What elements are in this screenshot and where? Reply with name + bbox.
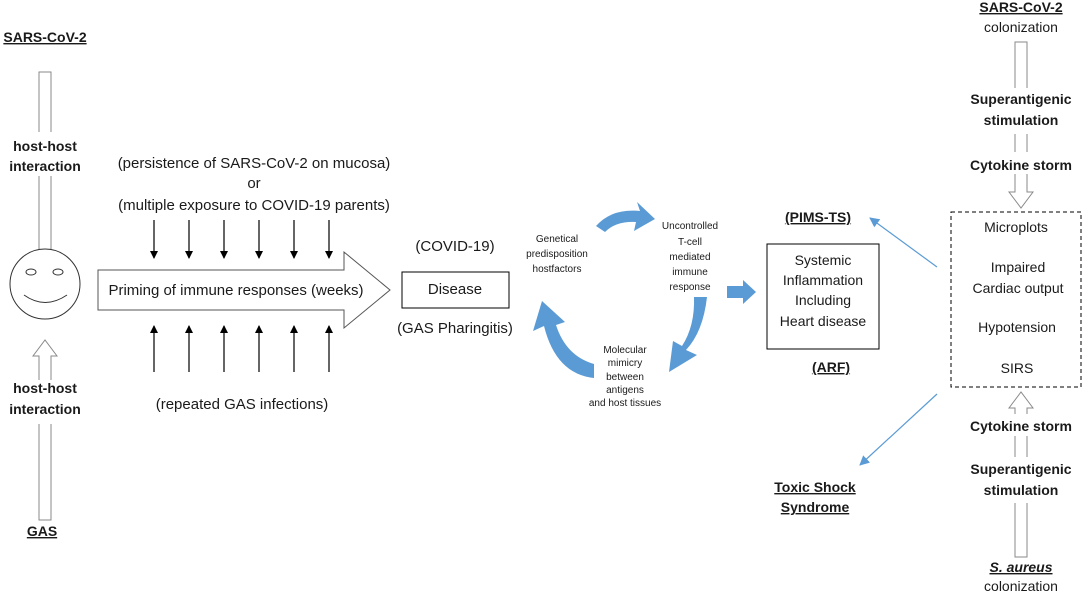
disease-box-label: Disease <box>428 281 482 298</box>
sars-cov-2-label: SARS-CoV-2 <box>3 29 86 45</box>
host-interaction-bottom-line1: host-host <box>13 380 77 396</box>
text-backing <box>964 152 1082 174</box>
systemic-line2: Inflammation <box>783 272 863 288</box>
up-hollow-arrow-left <box>32 339 58 521</box>
colonization-top: colonization <box>984 19 1058 35</box>
symptom-impaired: Impaired <box>991 259 1045 275</box>
host-interaction-bottom-line2: interaction <box>9 401 81 417</box>
priming-top-line2: or <box>247 175 260 192</box>
symptom-sirs: SIRS <box>1001 360 1034 376</box>
cytokine-storm-top: Cytokine storm <box>970 157 1072 173</box>
cycle-arrow-top <box>596 202 655 232</box>
toxic-shock-line1: Toxic Shock <box>774 479 856 495</box>
tcell-line5: response <box>669 282 711 293</box>
arrow-to-pims <box>869 217 938 268</box>
cycle-arrow-right <box>669 297 707 372</box>
down-arrows-group <box>150 220 333 259</box>
superantigenic-bottom-line1: Superantigenic <box>970 461 1071 477</box>
text-backing <box>2 132 88 176</box>
symptom-microplots: Microplots <box>984 219 1048 235</box>
mimicry-line3: between <box>606 372 644 383</box>
text-backing <box>962 88 1082 134</box>
block-arrow-right <box>727 280 756 304</box>
smiley-face-icon <box>9 248 81 320</box>
arf-label: (ARF) <box>812 359 850 375</box>
priming-big-arrow <box>97 250 391 330</box>
tcell-line1: Uncontrolled <box>662 221 718 232</box>
colonization-bottom: colonization <box>984 578 1058 594</box>
text-backing <box>2 380 88 424</box>
mimicry-line5: and host tissues <box>589 398 661 409</box>
host-interaction-top-line1: host-host <box>13 138 77 154</box>
mimicry-line1: Molecular <box>603 345 647 356</box>
disease-top-note: (COVID-19) <box>415 238 494 255</box>
tcell-line2: T-cell <box>678 237 702 248</box>
systemic-box <box>766 243 880 350</box>
symptoms-dashed-box <box>950 211 1082 388</box>
arrow-to-toxic-shock <box>859 393 938 466</box>
symptom-hypotension: Hypotension <box>978 319 1056 335</box>
disease-bottom-note: (GAS Pharingitis) <box>397 320 513 337</box>
up-arrows-group <box>150 325 333 372</box>
genetic-line2: predisposition <box>526 249 588 260</box>
priming-bottom-line: (repeated GAS infections) <box>156 396 329 413</box>
genetic-line3: hostfactors <box>533 264 582 275</box>
superantigenic-bottom-line2: stimulation <box>984 482 1059 498</box>
sars-cov-2-right-label: SARS-CoV-2 <box>979 0 1062 15</box>
host-interaction-top-line2: interaction <box>9 158 81 174</box>
text-backing <box>962 457 1082 503</box>
systemic-line3: Including <box>795 292 851 308</box>
superantigenic-top-line1: Superantigenic <box>970 91 1071 107</box>
toxic-shock-line2: Syndrome <box>781 499 850 515</box>
priming-arrow-label: Priming of immune responses (weeks) <box>108 282 363 299</box>
disease-box <box>401 271 510 309</box>
gas-label: GAS <box>27 523 57 539</box>
mimicry-line4: antigens <box>606 385 644 396</box>
genetic-line1: Genetical <box>536 234 578 245</box>
symptom-cardiac-output: Cardiac output <box>972 280 1063 296</box>
tcell-line3: mediated <box>669 252 710 263</box>
priming-top-line3: (multiple exposure to COVID-19 parents) <box>118 197 390 214</box>
cycle-arrow-left <box>533 301 594 378</box>
superantigenic-top-line2: stimulation <box>984 112 1059 128</box>
cytokine-storm-bottom: Cytokine storm <box>970 418 1072 434</box>
pims-ts-label: (PIMS-TS) <box>785 209 851 225</box>
tcell-line4: immune <box>672 267 708 278</box>
text-backing <box>964 414 1082 436</box>
priming-top-line1: (persistence of SARS-CoV-2 on mucosa) <box>118 155 391 172</box>
mimicry-line2: mimicry <box>608 358 642 369</box>
systemic-line1: Systemic <box>795 252 852 268</box>
systemic-line4: Heart disease <box>780 313 867 329</box>
s-aureus-label: S. aureus <box>989 559 1052 575</box>
